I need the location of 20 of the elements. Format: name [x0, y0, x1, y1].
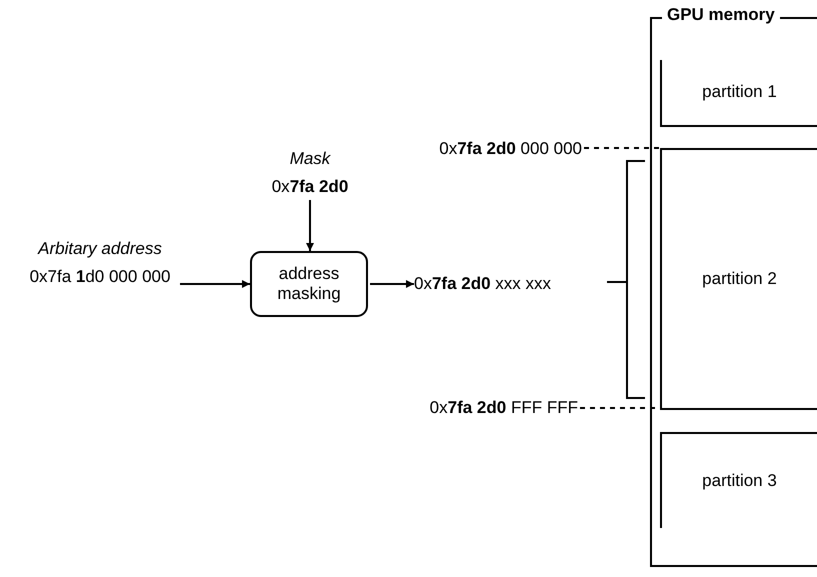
arrow [180, 280, 250, 288]
dashed-line [584, 147, 660, 149]
node-text: 0x7fa 2d0 FFF FFF [430, 398, 578, 418]
node-text: 0x7fa 2d0 xxx xxx [414, 274, 552, 294]
node-text: partition 3 [702, 470, 777, 492]
process-box [250, 251, 368, 317]
node-text: 0x7fa 2d0 [272, 177, 348, 198]
region-title: GPU memory [662, 5, 780, 26]
node-label: Arbitary address [38, 238, 162, 259]
partition-box [660, 432, 817, 528]
partition-box [660, 60, 817, 127]
node-text: address masking [276, 264, 342, 304]
arrow [306, 200, 314, 251]
node-text: partition 2 [702, 268, 777, 290]
node-text: partition 1 [702, 82, 777, 103]
arrow [370, 280, 414, 288]
partition-box [660, 148, 817, 410]
node-label: Mask [290, 148, 330, 169]
node-text: 0x7fa 1d0 000 000 [30, 267, 170, 288]
node-text: 0x7fa 2d0 000 000 [439, 138, 582, 160]
